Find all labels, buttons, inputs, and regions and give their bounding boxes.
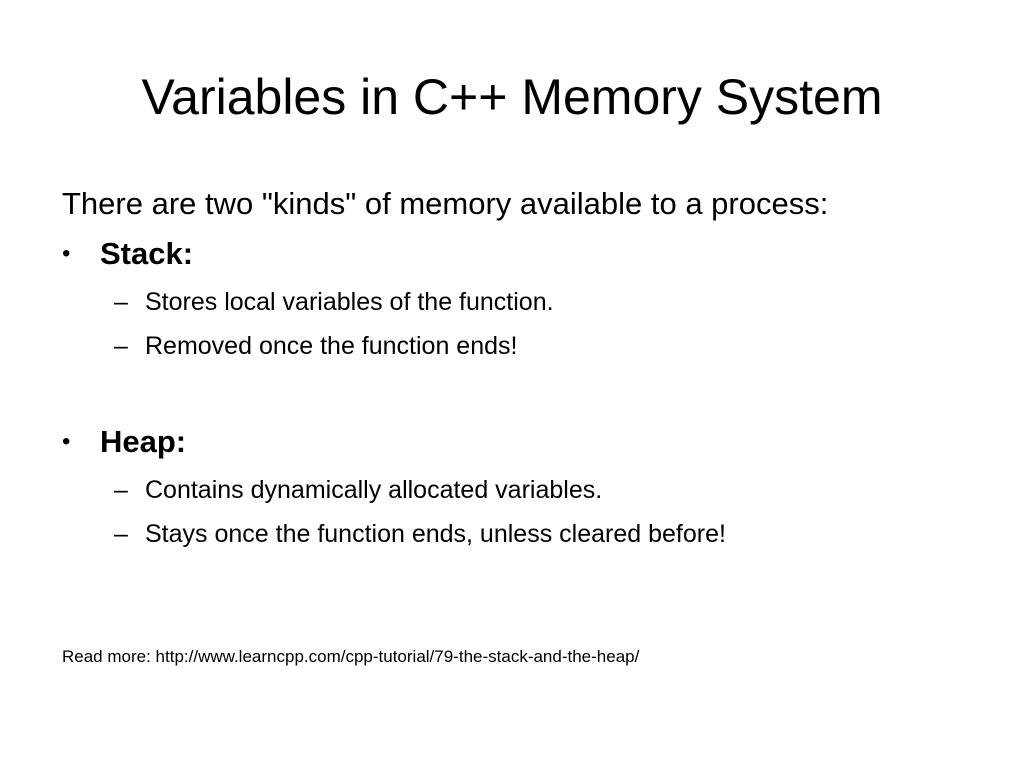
sub-point-stack-2: – Removed once the function ends! [62,328,982,364]
bullet-label-stack: Stack: [100,236,194,271]
sub-point-text: Removed once the function ends! [145,332,518,360]
bullet-icon: • [62,240,71,267]
slide-body: There are two "kinds" of memory availabl… [62,182,982,552]
dash-icon: – [114,476,128,504]
sub-point-text: Contains dynamically allocated variables… [145,476,603,504]
bullet-label-heap: Heap: [100,424,187,459]
sub-point-text: Stays once the function ends, unless cle… [145,520,726,548]
read-more-link[interactable]: Read more: http://www.learncpp.com/cpp-t… [62,647,640,666]
sub-point-stack-1: – Stores local variables of the function… [62,284,982,320]
dash-icon: – [114,520,128,548]
sub-point-heap-2: – Stays once the function ends, unless c… [62,516,982,552]
sub-point-text: Stores local variables of the function. [145,288,554,316]
bullet-stack: • Stack: [62,232,982,276]
intro-text: There are two "kinds" of memory availabl… [62,186,829,221]
bullet-heap: • Heap: [62,420,982,464]
slide-title: Variables in C++ Memory System [141,69,883,125]
spacer [62,364,982,414]
bullet-icon: • [62,428,71,455]
dash-icon: – [114,288,128,316]
dash-icon: – [114,332,128,360]
sub-point-heap-1: – Contains dynamically allocated variabl… [62,472,982,508]
